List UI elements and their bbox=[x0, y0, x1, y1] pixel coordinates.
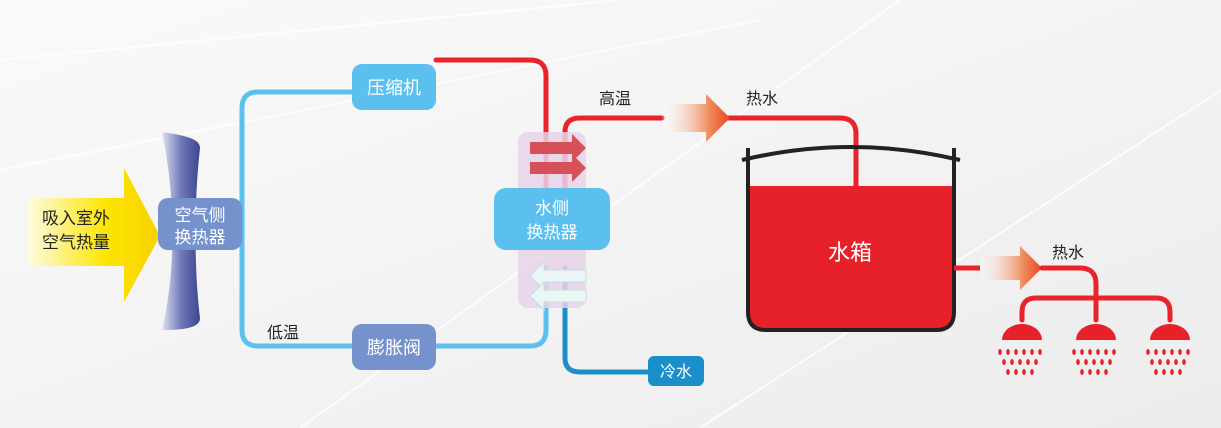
water-hx-label-line1: 水侧 bbox=[535, 199, 569, 219]
compressor-label: 压缩机 bbox=[367, 78, 421, 99]
shower-pipes bbox=[1019, 265, 1173, 323]
flow-arrow-icon bbox=[529, 134, 587, 312]
water-hx-label-line2: 换热器 bbox=[527, 223, 578, 243]
air-hx-box bbox=[158, 198, 242, 250]
refrigerant-high-pipe bbox=[433, 57, 549, 193]
intake-arrow bbox=[28, 168, 160, 302]
water-drops bbox=[998, 349, 1190, 375]
tank-label: 水箱 bbox=[828, 241, 872, 266]
air-hx-label-line1: 空气侧 bbox=[175, 206, 226, 226]
hot-water-label-right: 热水 bbox=[1052, 243, 1084, 262]
water-tank bbox=[741, 145, 961, 332]
cold-water-pipe bbox=[562, 265, 651, 375]
hot-water-arrow-right bbox=[980, 246, 1042, 290]
air-hx-label-line2: 换热器 bbox=[175, 228, 226, 248]
shower-head-icon bbox=[1002, 324, 1190, 340]
high-temp-label: 高温 bbox=[599, 89, 631, 108]
expansion-valve-box bbox=[352, 324, 436, 370]
intake-label-line1: 吸入室外 bbox=[42, 209, 110, 229]
hot-water-pipe bbox=[562, 115, 859, 193]
hot-water-label-top: 热水 bbox=[746, 89, 778, 108]
intake-label-line2: 空气热量 bbox=[42, 233, 110, 253]
hot-water-arrow-top bbox=[662, 94, 730, 142]
water-hx-box bbox=[494, 188, 610, 250]
low-temp-label: 低温 bbox=[267, 323, 299, 342]
cold-water-box bbox=[648, 356, 704, 386]
expansion-valve-label: 膨胀阀 bbox=[367, 338, 421, 359]
cold-water-label: 冷水 bbox=[660, 362, 692, 381]
compressor-box bbox=[352, 64, 436, 110]
